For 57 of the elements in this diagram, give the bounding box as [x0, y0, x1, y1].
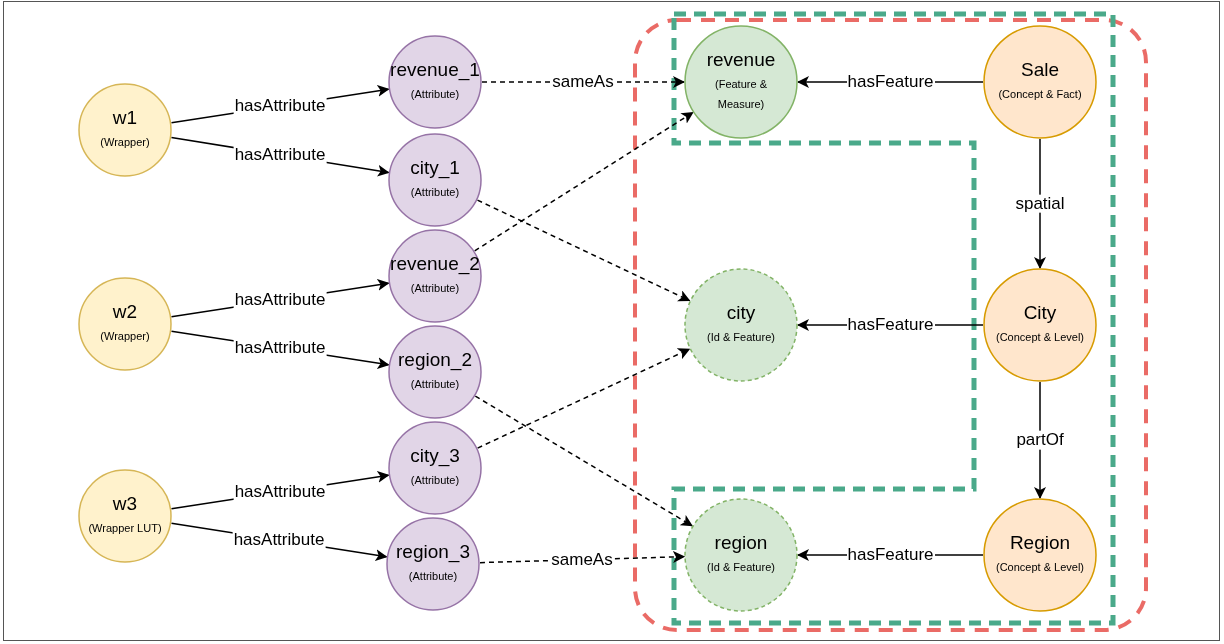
concept-circle	[983, 25, 1097, 139]
node-subtitle: (Wrapper)	[100, 328, 150, 344]
node-title: Region	[1009, 532, 1071, 555]
node-title: w3	[112, 493, 138, 516]
edge-label: hasAttribute	[233, 290, 327, 310]
node-title: w2	[112, 301, 138, 324]
wrapper-circle	[78, 469, 172, 563]
node-title: revenue	[706, 48, 776, 72]
wrapper-circle	[78, 277, 172, 371]
edge-label: hasAttribute	[232, 530, 326, 550]
node-subtitle: (Id & Feature)	[707, 559, 775, 575]
node-subtitle: (Wrapper LUT)	[88, 520, 162, 536]
edge-label: hasAttribute	[233, 482, 327, 502]
arrow	[474, 395, 693, 527]
node-subtitle: (Attribute)	[410, 86, 460, 102]
edge-label: hasAttribute	[233, 338, 327, 358]
node-title: city_1	[410, 157, 460, 180]
node-title: city_3	[410, 445, 460, 468]
node-title: region_3	[396, 541, 470, 564]
attribute-circle	[386, 517, 480, 611]
edge-label: spatial	[1014, 194, 1066, 213]
node-title: revenue_2	[390, 253, 480, 276]
attribute-circle	[388, 325, 482, 419]
concept-circle	[983, 268, 1097, 382]
edge-label: hasAttribute	[233, 145, 327, 165]
edge-label: hasAttribute	[233, 96, 327, 116]
node-subtitle: (Attribute)	[410, 472, 460, 488]
arrow	[473, 111, 694, 252]
node-subtitle: (Concept & Level)	[995, 559, 1084, 575]
node-title: revenue_1	[390, 59, 480, 82]
node-subtitle: (Wrapper)	[100, 134, 150, 150]
node-title: Sale	[1021, 59, 1059, 82]
node-title: region	[714, 532, 768, 555]
node-title: w1	[112, 107, 138, 130]
arrow	[476, 348, 691, 449]
node-subtitle: (Id & Feature)	[707, 329, 775, 345]
node-subtitle: (Attribute)	[410, 376, 460, 392]
node-title: city	[726, 302, 756, 325]
attribute-circle	[388, 35, 482, 129]
node-subtitle: (Attribute)	[410, 280, 460, 296]
edge-label: partOf	[1015, 430, 1065, 450]
arrow	[476, 199, 691, 302]
concept-circle	[983, 498, 1097, 612]
feature-circle	[684, 268, 798, 382]
node-title: region_2	[398, 349, 472, 372]
feature-circle	[684, 498, 798, 612]
attribute-circle	[388, 229, 482, 323]
node-subtitle: (Attribute)	[410, 184, 460, 200]
node-subtitle: (Concept & Level)	[995, 329, 1084, 345]
node-subtitle: (Concept & Fact)	[998, 86, 1082, 102]
node-subtitle: (Feature & Measure)	[714, 76, 768, 113]
attribute-circle	[388, 421, 482, 515]
wrapper-circle	[78, 83, 172, 177]
feature-circle	[684, 25, 798, 139]
node-subtitle: (Attribute)	[408, 568, 458, 584]
attribute-circle	[388, 133, 482, 227]
node-title: City	[1023, 302, 1057, 325]
